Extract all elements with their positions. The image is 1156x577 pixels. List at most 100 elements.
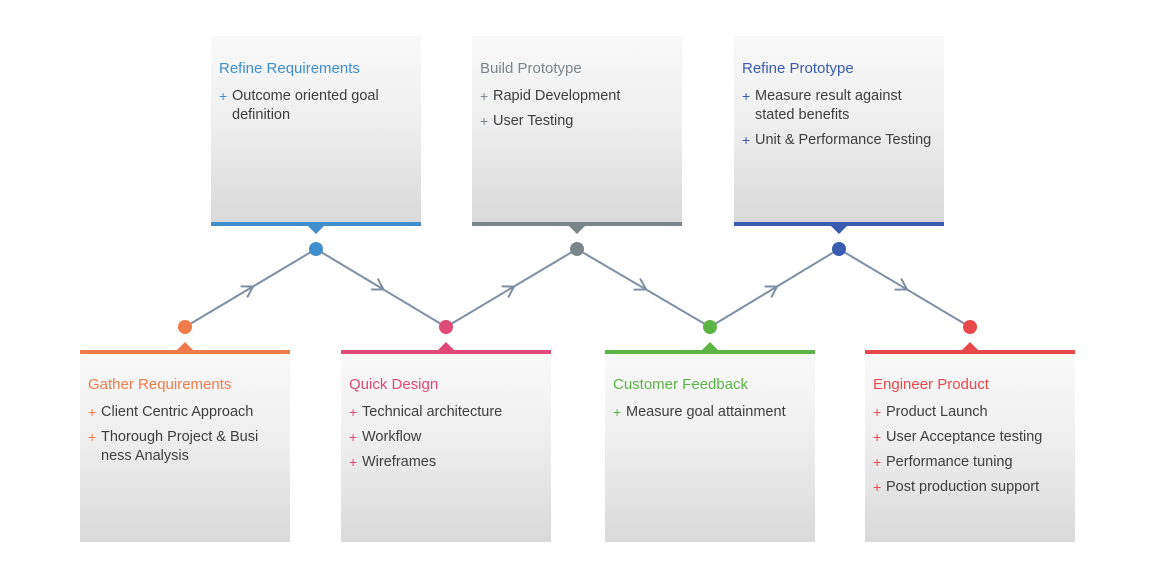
list-item: +Client Centric Approach: [88, 403, 282, 422]
plus-icon: +: [742, 88, 751, 104]
stage-title: Engineer Product: [873, 376, 989, 393]
list-item: +Thorough Project & Busi ness Analysis: [88, 428, 282, 466]
plus-icon: +: [349, 429, 358, 445]
stage-item-text: Wireframes: [362, 454, 437, 470]
pointer-up-icon: [702, 342, 718, 350]
stage-item-text: Rapid Development: [493, 88, 621, 104]
arrow-icon: [894, 278, 909, 291]
plus-icon: +: [480, 88, 489, 104]
stage-accent-bar: [341, 350, 551, 354]
stage-item-list: +Rapid Development +User Testing: [480, 87, 674, 131]
list-item: +Measure result against stated benefits: [742, 87, 936, 125]
stage-title: Customer Feedback: [613, 376, 749, 393]
stage-title: Refine Prototype: [742, 60, 854, 77]
connector-line: [445, 248, 578, 328]
plus-icon: +: [873, 404, 882, 420]
list-item: +Measure goal attainment: [613, 403, 807, 422]
stage-item-list: +Technical architecture+Workflow+Wirefra…: [349, 403, 543, 472]
connector-line: [315, 248, 447, 328]
node-dot-customer-feedback: [703, 320, 717, 334]
pointer-up-icon: [438, 342, 454, 350]
plus-icon: +: [613, 404, 622, 420]
stage-card-build-prototype: Build Prototype +Rapid Development +User T…: [472, 36, 682, 222]
stage-card-gather-requirements: Gather Requirements +Client Centric Appro…: [80, 354, 290, 542]
plus-icon: +: [873, 479, 882, 495]
stage-card-refine-requirements: Refine Requirements +Outcome oriented goa…: [211, 36, 421, 222]
pointer-down-icon: [569, 226, 585, 234]
list-item: +Unit & Performance Testing: [742, 131, 936, 150]
plus-icon: +: [480, 113, 489, 129]
list-item: +Technical architecture: [349, 403, 543, 422]
stage-title: Gather Requirements: [88, 376, 232, 393]
list-item: +User Acceptance testing: [873, 428, 1067, 447]
connector-line: [576, 248, 711, 328]
stage-accent-bar: [211, 222, 421, 226]
stage-item-text: Client Centric Approach: [101, 404, 254, 420]
stage-item-text: Technical architecture: [362, 404, 503, 420]
stage-accent-bar: [865, 350, 1075, 354]
stage-item-text: Post production support: [886, 479, 1040, 495]
stage-accent-bar: [472, 222, 682, 226]
stage-title: Build Prototype: [480, 60, 582, 77]
stage-item-text: Product Launch: [886, 404, 988, 420]
pointer-down-icon: [308, 226, 324, 234]
plus-icon: +: [742, 132, 751, 148]
list-item: +Rapid Development: [480, 87, 674, 106]
plus-icon: +: [873, 454, 882, 470]
pointer-up-icon: [962, 342, 978, 350]
arrow-icon: [501, 285, 516, 298]
list-item: +Post production support: [873, 478, 1067, 497]
plus-icon: +: [219, 88, 228, 104]
stage-accent-bar: [80, 350, 290, 354]
list-item: +User Testing: [480, 112, 674, 131]
stage-card-refine-prototype: Refine Prototype +Measure result against …: [734, 36, 944, 222]
stage-accent-bar: [605, 350, 815, 354]
connector-line: [184, 248, 317, 328]
list-item: +Product Launch: [873, 403, 1067, 422]
arrow-icon: [633, 278, 648, 291]
stage-item-list: +Measure goal attainment: [613, 403, 807, 422]
stage-title: Refine Requirements: [219, 60, 360, 77]
node-dot-refine-prototype: [832, 242, 846, 256]
stage-item-text: Outcome oriented goal definition: [232, 88, 379, 123]
list-item: +Outcome oriented goal definition: [219, 87, 413, 125]
connector-line: [838, 248, 971, 328]
connector-line: [709, 248, 840, 328]
stage-card-customer-feedback: Customer Feedback +Measure goal attainmen…: [605, 354, 815, 542]
plus-icon: +: [349, 404, 358, 420]
plus-icon: +: [873, 429, 882, 445]
stage-item-list: +Outcome oriented goal definition: [219, 87, 413, 125]
arrow-icon: [370, 278, 385, 291]
list-item: +Performance tuning: [873, 453, 1067, 472]
plus-icon: +: [349, 454, 358, 470]
node-dot-gather-requirements: [178, 320, 192, 334]
stage-accent-bar: [734, 222, 944, 226]
arrow-icon: [764, 285, 779, 298]
stage-item-text: Performance tuning: [886, 454, 1013, 470]
stage-item-text: Measure goal attainment: [626, 404, 786, 420]
node-dot-quick-design: [439, 320, 453, 334]
stage-item-text: Thorough Project & Busi ness Analysis: [101, 429, 259, 464]
stage-item-text: Measure result against stated benefits: [755, 88, 902, 123]
stage-title: Quick Design: [349, 376, 439, 393]
stage-item-list: +Product Launch+User Acceptance testing+…: [873, 403, 1067, 497]
arrow-icon: [240, 285, 255, 298]
list-item: +Workflow: [349, 428, 543, 447]
stage-item-list: +Measure result against stated benefits+…: [742, 87, 936, 150]
node-dot-engineer-product: [963, 320, 977, 334]
plus-icon: +: [88, 404, 97, 420]
pointer-up-icon: [177, 342, 193, 350]
node-dot-refine-requirements: [309, 242, 323, 256]
stage-card-quick-design: Quick Design+Technical architecture+Work…: [341, 354, 551, 542]
stage-item-list: +Client Centric Approach+Thorough Projec…: [88, 403, 282, 466]
plus-icon: +: [88, 429, 97, 445]
pointer-down-icon: [831, 226, 847, 234]
stage-item-text: User Acceptance testing: [886, 429, 1043, 445]
list-item: +Wireframes: [349, 453, 543, 472]
stage-item-text: Workflow: [362, 429, 422, 445]
stage-card-engineer-product: Engineer Product+Product Launch+User Acc…: [865, 354, 1075, 542]
stage-item-text: Unit & Performance Testing: [755, 132, 932, 148]
node-dot-build-prototype: [570, 242, 584, 256]
